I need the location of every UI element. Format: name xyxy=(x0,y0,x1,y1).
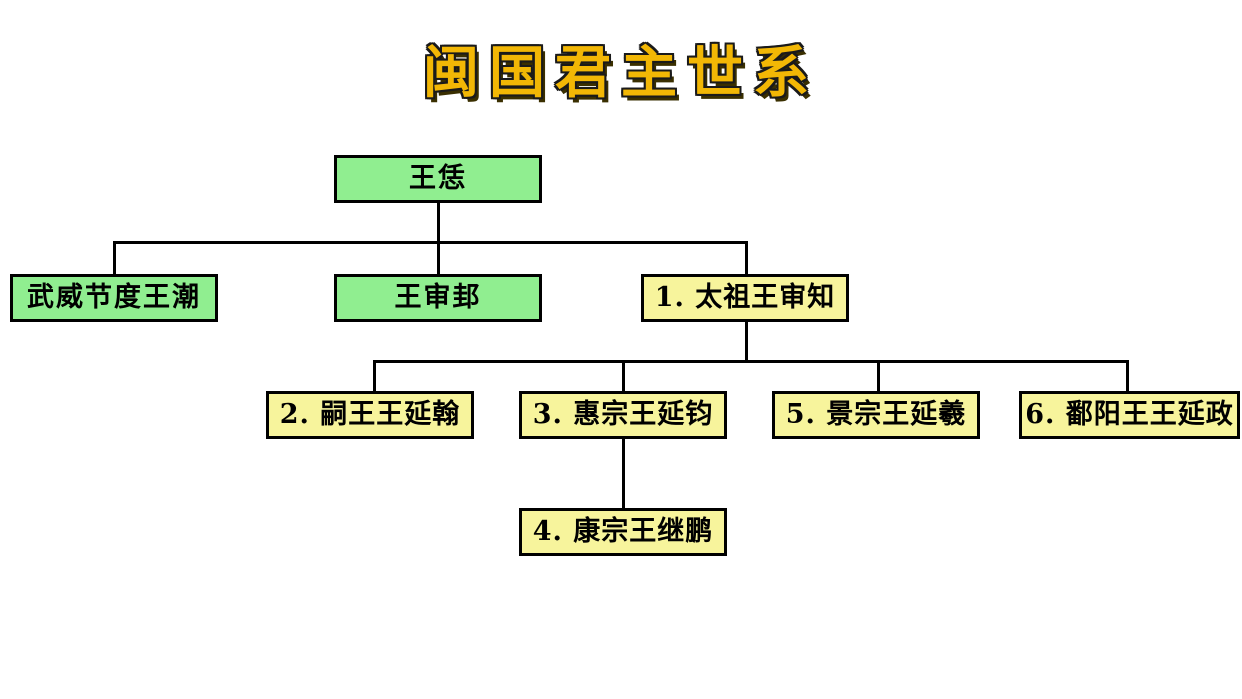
connector-to-yanjun xyxy=(622,360,625,393)
node-jingzong-wang-yanxi[interactable]: 5. 景宗王延羲 xyxy=(772,391,980,439)
node-label: 3. 惠宗王延钧 xyxy=(532,399,714,430)
connector-to-yanzheng xyxy=(1126,360,1129,393)
connector-to-taizu xyxy=(745,241,748,275)
connector-gen2-bus xyxy=(113,241,748,244)
node-label: 4. 康宗王继鹏 xyxy=(532,516,714,547)
node-label: 1. 太祖王审知 xyxy=(654,282,836,313)
node-label: 王恁 xyxy=(409,163,467,194)
connector-to-yanhan xyxy=(373,360,376,393)
connector-gen3-bus xyxy=(373,360,1129,363)
connector-taizu-stem xyxy=(745,320,748,363)
node-wuwei-jiedu-wang-chao[interactable]: 武威节度王潮 xyxy=(10,274,218,322)
connector-to-wangshengui xyxy=(437,241,440,275)
node-label: 6. 鄱阳王王延政 xyxy=(1025,399,1234,430)
node-poyangwang-wang-yanzheng[interactable]: 6. 鄱阳王王延政 xyxy=(1019,391,1240,439)
connector-to-wangchao xyxy=(113,241,116,275)
node-label: 5. 景宗王延羲 xyxy=(785,399,967,430)
connector-yanjun-to-jipeng xyxy=(622,437,625,509)
connector-to-yanxi xyxy=(877,360,880,393)
node-wang-shengui[interactable]: 王审邽 xyxy=(334,274,542,322)
node-kangzong-wang-jipeng[interactable]: 4. 康宗王继鹏 xyxy=(519,508,727,556)
node-wang-ren[interactable]: 王恁 xyxy=(334,155,542,203)
node-taizu-wang-shenzhi[interactable]: 1. 太祖王审知 xyxy=(641,274,849,322)
connector-root-stem xyxy=(437,202,440,244)
node-huizong-wang-yanjun[interactable]: 3. 惠宗王延钧 xyxy=(519,391,727,439)
chart-title: 闽国君主世系 xyxy=(423,40,819,106)
node-label: 武威节度王潮 xyxy=(27,282,201,313)
node-label: 王审邽 xyxy=(394,282,482,313)
node-label: 2. 嗣王王延翰 xyxy=(279,399,461,430)
node-siwang-wang-yanhan[interactable]: 2. 嗣王王延翰 xyxy=(266,391,474,439)
